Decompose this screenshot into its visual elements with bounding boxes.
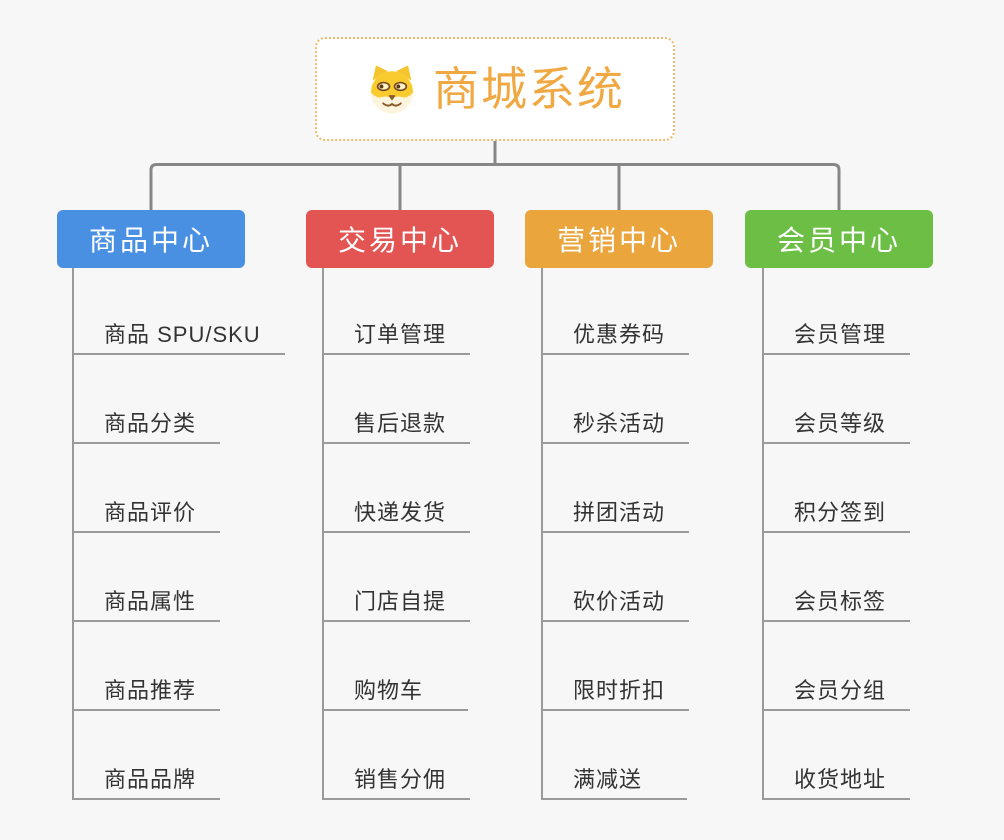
dog-face-icon: [370, 65, 414, 114]
leaf-node[interactable]: 收货地址: [762, 711, 911, 800]
leaf-node[interactable]: 商品 SPU/SKU: [72, 268, 285, 355]
branch-node-member-center[interactable]: 会员中心: [745, 210, 933, 268]
branch-node-marketing-center[interactable]: 营销中心: [525, 210, 713, 268]
leaf-node[interactable]: 会员管理: [762, 268, 911, 355]
leaf-node[interactable]: 购物车: [322, 622, 468, 711]
leaf-node[interactable]: 快递发货: [322, 444, 471, 533]
leaf-column-member-center: 会员管理 会员等级 积分签到 会员标签 会员分组 收货地址: [762, 268, 911, 800]
leaf-column-marketing-center: 优惠券码 秒杀活动 拼团活动 砍价活动 限时折扣 满减送: [541, 268, 690, 800]
leaf-node[interactable]: 会员标签: [762, 533, 911, 622]
leaf-node[interactable]: 订单管理: [322, 268, 471, 355]
branch-node-trade-center[interactable]: 交易中心: [306, 210, 494, 268]
leaf-node[interactable]: 商品属性: [72, 533, 221, 622]
leaf-column-trade-center: 订单管理 售后退款 快递发货 门店自提 购物车 销售分佣: [322, 268, 471, 800]
branch-label: 营销中心: [556, 225, 681, 256]
leaf-node[interactable]: 满减送: [541, 711, 687, 800]
leaf-node[interactable]: 秒杀活动: [541, 355, 690, 444]
root-title: 商城系统: [433, 63, 625, 115]
leaf-node[interactable]: 积分签到: [762, 444, 911, 533]
leaf-node[interactable]: 优惠券码: [541, 268, 690, 355]
leaf-node[interactable]: 砍价活动: [541, 533, 690, 622]
leaf-node[interactable]: 商品推荐: [72, 622, 221, 711]
leaf-node[interactable]: 门店自提: [322, 533, 471, 622]
leaf-node[interactable]: 限时折扣: [541, 622, 690, 711]
branch-node-product-center[interactable]: 商品中心: [57, 210, 245, 268]
root-node[interactable]: 商城系统: [315, 37, 675, 141]
branch-label: 商品中心: [88, 225, 213, 256]
leaf-node[interactable]: 拼团活动: [541, 444, 690, 533]
leaf-node[interactable]: 会员等级: [762, 355, 911, 444]
branch-label: 交易中心: [337, 225, 462, 256]
leaf-node[interactable]: 商品分类: [72, 355, 221, 444]
leaf-column-product-center: 商品 SPU/SKU 商品分类 商品评价 商品属性 商品推荐 商品品牌: [72, 268, 285, 800]
leaf-node[interactable]: 商品评价: [72, 444, 221, 533]
branch-label: 会员中心: [776, 225, 901, 256]
leaf-node[interactable]: 销售分佣: [322, 711, 471, 800]
leaf-node[interactable]: 商品品牌: [72, 711, 221, 800]
leaf-node[interactable]: 售后退款: [322, 355, 471, 444]
leaf-node[interactable]: 会员分组: [762, 622, 911, 711]
